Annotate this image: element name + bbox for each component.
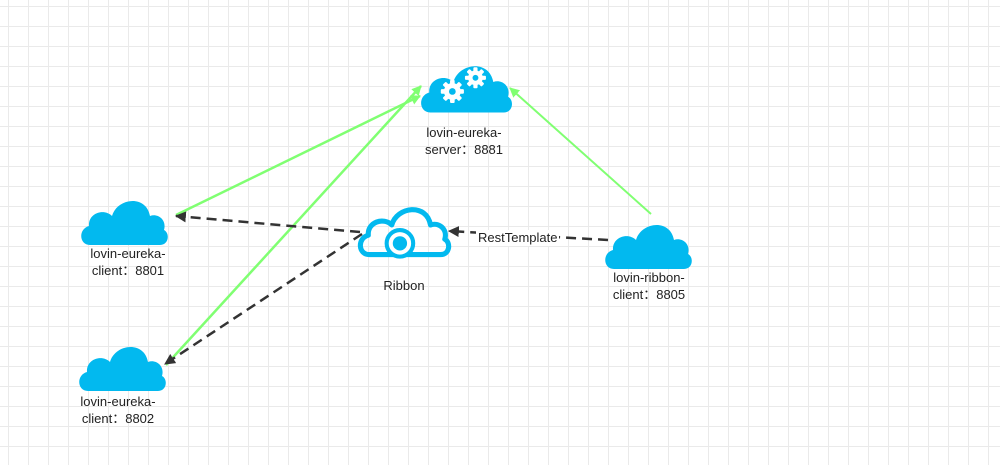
edge-ribbon-to-client2 xyxy=(164,232,363,366)
edge-client1-to-server xyxy=(175,94,421,217)
gear-icon xyxy=(440,79,464,103)
client1-label-line2: client：8801 xyxy=(91,263,165,278)
ribbon-client-label-line2: client：8805 xyxy=(612,287,686,302)
server-label-line2: server：8881 xyxy=(424,142,504,157)
cloud-icon xyxy=(79,346,166,391)
ribbon-label-text: Ribbon xyxy=(383,278,425,293)
rest-template-edge-label: RestTemplate xyxy=(476,230,560,246)
client1-label: lovin-eureka- client：8801 xyxy=(73,245,183,279)
client1-label-line1: lovin-eureka- xyxy=(90,246,166,261)
edge-ribbon-client-to-server xyxy=(509,87,652,215)
ribbon-client-label: lovin-ribbon- client：8805 xyxy=(594,269,704,303)
cloud-icon xyxy=(605,224,692,269)
client2-label-line2: client：8802 xyxy=(81,411,155,426)
edge-ribbon-client-to-ribbon xyxy=(447,226,609,242)
ribbon-cloud-icon xyxy=(360,210,448,259)
gear-icon xyxy=(464,67,486,89)
client2-label-line1: lovin-eureka- xyxy=(80,394,156,409)
cloud-icon xyxy=(81,200,168,245)
edge-ribbon-to-client1 xyxy=(174,211,361,234)
server-label: lovin-eureka- server：8881 xyxy=(409,124,519,158)
client2-label: lovin-eureka- client：8802 xyxy=(63,393,173,427)
ribbon-label: Ribbon xyxy=(364,277,444,294)
gears-cloud-icon xyxy=(421,66,512,113)
ribbon-client-label-line1: lovin-ribbon- xyxy=(613,270,685,285)
server-label-line1: lovin-eureka- xyxy=(426,125,502,140)
